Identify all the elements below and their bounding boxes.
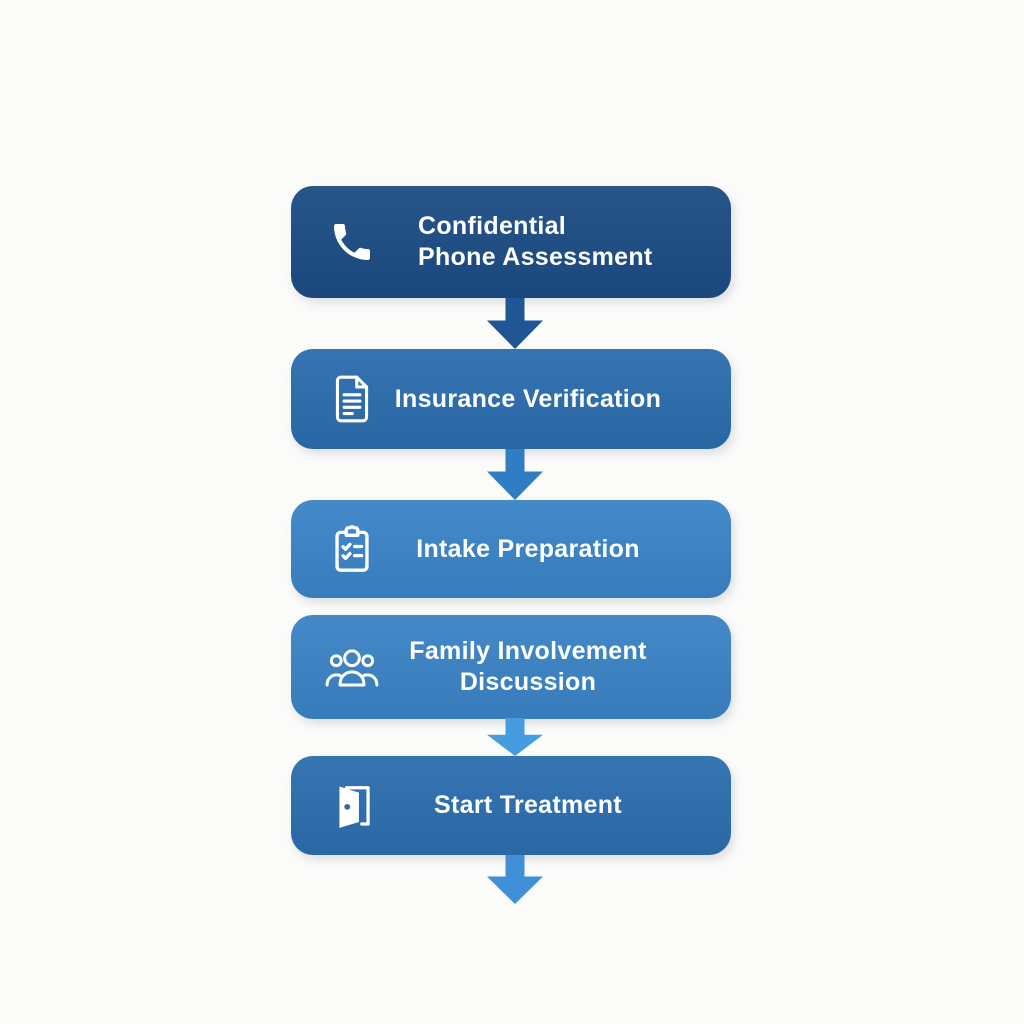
- open-door-icon: [324, 780, 380, 832]
- step-start-treatment: Start Treatment: [291, 756, 731, 855]
- step-label: Confidential Phone Assessment: [418, 212, 653, 271]
- people-group-icon: [324, 643, 380, 691]
- step-label: Start Treatment: [434, 791, 622, 819]
- clipboard-checklist-icon: [324, 522, 380, 576]
- step-label: Family Involvement Discussion: [409, 637, 647, 696]
- arrow-down-icon: [487, 855, 543, 904]
- step-label: Intake Preparation: [416, 534, 640, 563]
- step-insurance-verification: Insurance Verification: [291, 349, 731, 449]
- arrow-down-icon: [487, 718, 543, 756]
- step-family-involvement-discussion: Family Involvement Discussion: [291, 615, 731, 719]
- step-label: Insurance Verification: [394, 384, 662, 413]
- phone-icon: [324, 218, 380, 266]
- arrow-down-icon: [487, 298, 543, 349]
- arrow-down-icon: [487, 449, 543, 500]
- document-icon: [324, 372, 380, 426]
- step-intake-preparation: Intake Preparation: [291, 500, 731, 598]
- step-confidential-phone-assessment: Confidential Phone Assessment: [291, 186, 731, 298]
